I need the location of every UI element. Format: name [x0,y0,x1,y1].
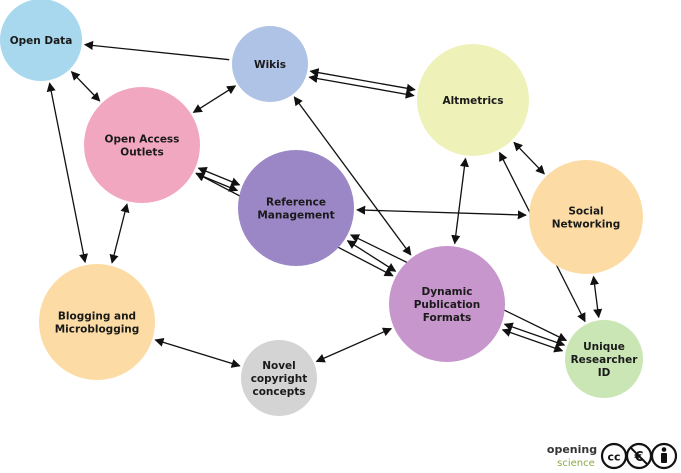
node-altmetrics: Altmetrics [417,44,529,156]
node-circle-wikis [232,26,308,102]
svg-text:€: € [633,450,643,465]
edge-wikis-to-open-access [192,85,237,113]
node-label-novel-copyright: Novel [262,360,296,372]
edge-dynamic-publication-to-unique-researcher [501,328,564,353]
edge-wikis-to-altmetrics [308,74,415,99]
logo-line1: opening [547,443,597,456]
node-circle-altmetrics [417,44,529,156]
edge-altmetrics-to-social-networking [513,141,545,175]
node-label-open-access: Outlets [120,147,163,159]
node-label-novel-copyright: copyright [251,373,308,385]
opening-science-logo: opening science cc € [547,442,678,470]
node-label-reference-management: Management [257,210,334,222]
node-label-open-data: Open Data [10,35,73,47]
node-circle-reference-management [238,150,354,266]
node-circle-blogging [39,264,155,380]
node-circle-open-data [0,0,82,81]
node-label-altmetrics: Altmetrics [442,95,503,107]
node-wikis: Wikis [232,26,308,102]
node-circle-open-access [84,87,200,203]
node-label-blogging: Microblogging [55,324,140,336]
node-label-dynamic-publication: Publication [414,299,481,311]
node-circle-novel-copyright [241,340,317,416]
node-label-dynamic-publication: Dynamic [422,286,473,298]
node-circle-social-networking [529,160,643,274]
logo-line2: science [557,458,595,469]
node-label-unique-researcher: Researcher [571,354,639,366]
node-label-social-networking: Social [568,206,603,218]
node-label-social-networking: Networking [552,219,621,231]
node-label-unique-researcher: Unique [583,341,625,353]
non-commercial-icon: € [625,442,653,470]
edge-novel-copyright-to-dynamic-publication [315,327,393,363]
node-label-dynamic-publication: Formats [423,312,471,324]
edge-blogging-to-novel-copyright [154,337,241,368]
edge-open-data-to-open-access [70,71,101,102]
edge-reference-management-to-social-networking [356,205,527,220]
edge-open-access-to-blogging [109,203,130,264]
edge-wikis-to-open-data [83,40,230,61]
node-label-wikis: Wikis [254,59,286,71]
edge-social-networking-to-unique-researcher [590,275,603,319]
edge-altmetrics-to-dynamic-publication [451,157,469,245]
attribution-icon [650,442,678,470]
edge-open-data-to-blogging [46,82,88,264]
cc-icon-text: cc [607,451,620,464]
node-circle-dynamic-publication [389,246,505,362]
node-label-reference-management: Reference [266,197,326,209]
node-label-open-access: Open Access [105,134,180,146]
node-circle-unique-researcher [565,320,643,398]
node-open-data: Open Data [0,0,82,81]
node-label-unique-researcher: ID [598,367,611,379]
cc-license-icon: cc [600,442,628,470]
node-label-blogging: Blogging and [58,311,136,323]
node-label-novel-copyright: concepts [252,386,305,398]
